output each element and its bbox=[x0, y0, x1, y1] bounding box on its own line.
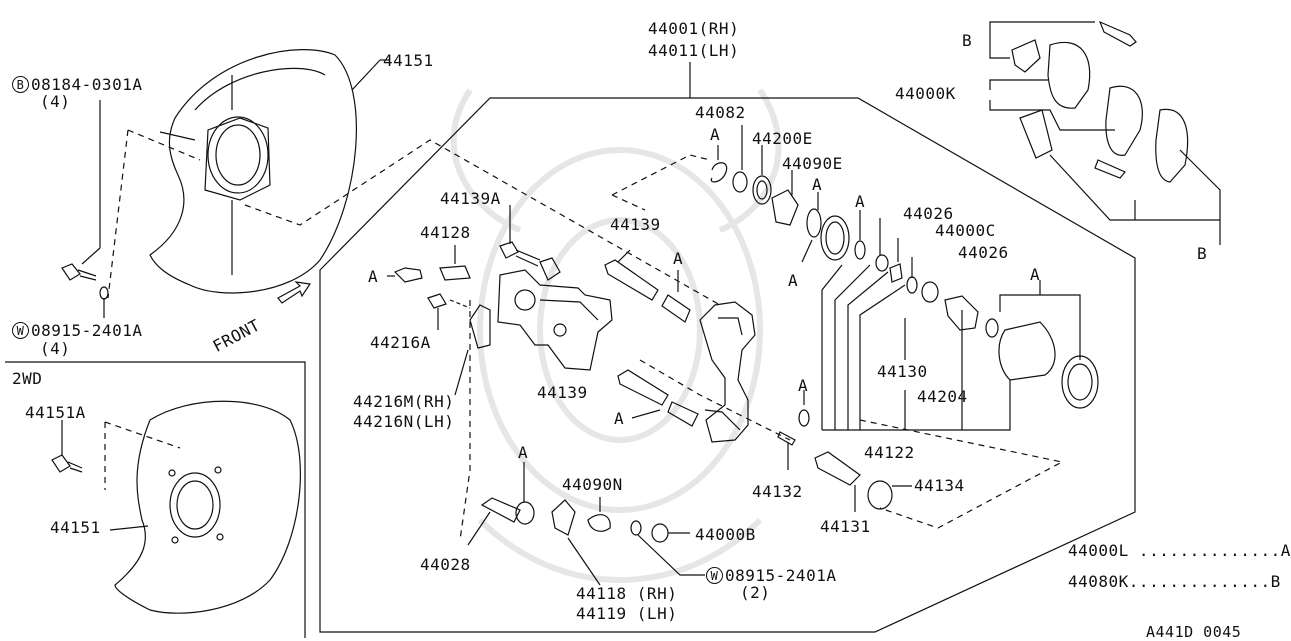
watermark bbox=[450, 88, 782, 583]
label-2wd: 2WD bbox=[12, 369, 43, 388]
label-44151-top: 44151 bbox=[383, 51, 434, 70]
legend-kit-a: 44000L ..............A bbox=[1068, 541, 1291, 560]
label-44139A: 44139A bbox=[440, 189, 501, 208]
marker-a: A bbox=[710, 125, 721, 144]
label-44151-bottom: 44151 bbox=[50, 518, 101, 537]
marker-a: A bbox=[855, 192, 866, 211]
marker-a: A bbox=[614, 409, 625, 428]
brake-pads bbox=[1011, 20, 1189, 183]
label-44134: 44134 bbox=[914, 476, 965, 495]
torque-member bbox=[699, 301, 756, 443]
marker-a: A bbox=[788, 271, 799, 290]
caliper-housing bbox=[469, 269, 613, 371]
marker-a: A bbox=[1030, 265, 1041, 284]
marker-a: A bbox=[798, 376, 809, 395]
label-44090N: 44090N bbox=[562, 475, 623, 494]
label-44000C: 44000C bbox=[935, 221, 996, 240]
label-44000K: 44000K bbox=[895, 84, 956, 103]
label-bolt-qty: (4) bbox=[40, 92, 71, 111]
backing-plate-top bbox=[149, 49, 357, 294]
label-44026-a: 44026 bbox=[903, 204, 954, 223]
label-44026-b: 44026 bbox=[958, 243, 1009, 262]
label-washer-qty: (4) bbox=[40, 339, 71, 358]
label-44216N: 44216N(LH) bbox=[353, 412, 455, 431]
label-b-bottom: B bbox=[1197, 244, 1208, 263]
label-44216A: 44216A bbox=[370, 333, 431, 352]
label-44139-top: 44139 bbox=[610, 215, 661, 234]
seal-kit-top bbox=[710, 162, 1099, 409]
bleeder-44128 bbox=[393, 265, 471, 283]
bolt-code-text: 08184-0301A bbox=[31, 75, 143, 94]
twowd-box bbox=[5, 361, 306, 638]
washer2-code-text: 08915-2401A bbox=[725, 566, 837, 585]
label-44028: 44028 bbox=[420, 555, 471, 574]
bolt-symbol: B bbox=[12, 76, 29, 93]
label-44204: 44204 bbox=[917, 387, 968, 406]
bolt-44139A bbox=[499, 241, 561, 281]
label-b-top: B bbox=[962, 31, 973, 50]
label-44200E: 44200E bbox=[752, 129, 813, 148]
label-44131: 44131 bbox=[820, 517, 871, 536]
label-44090E: 44090E bbox=[782, 154, 843, 173]
marker-a: A bbox=[368, 267, 379, 286]
label-44119: 44119 (LH) bbox=[576, 604, 678, 623]
label-44151A: 44151A bbox=[25, 403, 86, 422]
label-44122: 44122 bbox=[864, 443, 915, 462]
washer2-symbol: W bbox=[706, 567, 723, 584]
label-washer2-qty: (2) bbox=[740, 583, 771, 602]
label-44118: 44118 (RH) bbox=[576, 584, 678, 603]
marker-a: A bbox=[673, 249, 684, 268]
label-44132: 44132 bbox=[752, 482, 803, 501]
bottom-parts bbox=[480, 497, 669, 543]
legend-kit-b: 44080K..............B bbox=[1068, 572, 1281, 591]
label-44011: 44011(LH) bbox=[648, 41, 740, 60]
marker-a: A bbox=[812, 175, 823, 194]
washer-code-text: 08915-2401A bbox=[31, 321, 143, 340]
kit-frame bbox=[319, 97, 1136, 633]
label-44082: 44082 bbox=[695, 103, 746, 122]
marker-a: A bbox=[518, 443, 529, 462]
label-44001: 44001(RH) bbox=[648, 19, 740, 38]
diagram-ref: A441D 0045 bbox=[1146, 623, 1242, 641]
washer-symbol: W bbox=[12, 322, 29, 339]
label-44216M: 44216M(RH) bbox=[353, 392, 455, 411]
label-44139-mid: 44139 bbox=[537, 383, 588, 402]
label-44128: 44128 bbox=[420, 223, 471, 242]
backing-plate-2wd bbox=[114, 400, 302, 614]
label-44130: 44130 bbox=[877, 362, 928, 381]
label-44000B: 44000B bbox=[695, 525, 756, 544]
